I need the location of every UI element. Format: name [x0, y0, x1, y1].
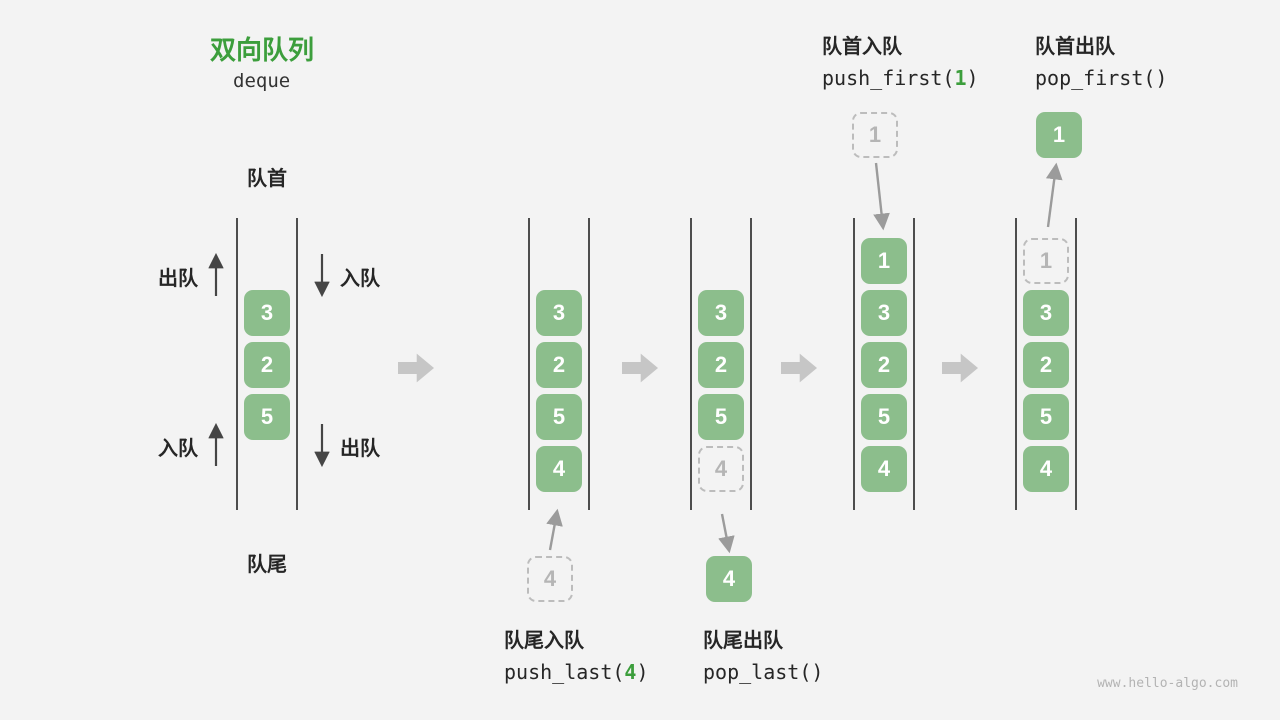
removed-cell: 1 — [1023, 238, 1069, 284]
pop-last-code: pop_last() — [703, 660, 824, 684]
push-last-code: push_last(4) — [504, 660, 649, 684]
queue-cell: 3 — [1023, 290, 1069, 336]
dequeue-rear-label: 出队 — [340, 438, 380, 460]
queue-cell: 3 — [244, 290, 290, 336]
queue-cell: 2 — [698, 342, 744, 388]
queue-3-channel: 3 2 5 4 — [690, 218, 752, 510]
queue-cell: 2 — [861, 342, 907, 388]
queue-cell: 5 — [1023, 394, 1069, 440]
diagram-subtitle: deque — [233, 70, 291, 92]
queue-cell: 2 — [1023, 342, 1069, 388]
front-label: 队首 — [247, 168, 287, 190]
queue-cell: 5 — [861, 394, 907, 440]
rear-label: 队尾 — [247, 554, 287, 576]
outgoing-value-box: 4 — [706, 556, 752, 602]
queue-cell: 5 — [698, 394, 744, 440]
enqueue-rear-label: 入队 — [158, 438, 198, 460]
step-arrow-1 — [398, 353, 434, 383]
push-last-arrow — [546, 508, 563, 551]
push-first-code: push_first(1) — [822, 66, 979, 90]
queue-cell: 3 — [861, 290, 907, 336]
queue-cell: 1 — [861, 238, 907, 284]
pop-first-title: 队首出队 — [1035, 36, 1115, 58]
queue-4-channel: 1 3 2 5 4 — [853, 218, 915, 510]
queue-cell: 3 — [698, 290, 744, 336]
enqueue-front-label: 入队 — [340, 268, 380, 290]
queue-5-channel: 1 3 2 5 4 — [1015, 218, 1077, 510]
queue-cell: 3 — [536, 290, 582, 336]
code-arg: 4 — [624, 660, 637, 684]
incoming-value-box: 1 — [852, 112, 898, 158]
code-text: push_last( — [504, 660, 625, 684]
queue-2-channel: 3 2 5 4 — [528, 218, 590, 510]
step-arrow-3 — [781, 353, 817, 383]
queue-cell: 4 — [536, 446, 582, 492]
diagram-title: 双向队列 — [210, 35, 315, 65]
queue-1-channel: 3 2 5 — [236, 218, 298, 510]
pop-last-arrow — [718, 513, 735, 554]
code-text: push_first( — [822, 66, 955, 90]
queue-cell: 2 — [244, 342, 290, 388]
dequeue-front-label: 出队 — [158, 268, 198, 290]
watermark: www.hello-algo.com — [1097, 676, 1238, 691]
pop-first-code: pop_first() — [1035, 66, 1168, 90]
code-text: ) — [636, 660, 649, 684]
pop-last-title: 队尾出队 — [703, 630, 783, 652]
push-first-title: 队首入队 — [822, 36, 902, 58]
removed-cell: 4 — [698, 446, 744, 492]
step-arrow-4 — [942, 353, 978, 383]
outgoing-value-box: 1 — [1036, 112, 1082, 158]
code-arg: 1 — [954, 66, 967, 90]
queue-cell: 2 — [536, 342, 582, 388]
step-arrow-2 — [622, 353, 658, 383]
queue-cell: 5 — [244, 394, 290, 440]
push-last-title: 队尾入队 — [504, 630, 584, 652]
queue-cell: 5 — [536, 394, 582, 440]
incoming-value-box: 4 — [527, 556, 573, 602]
queue-cell: 4 — [1023, 446, 1069, 492]
queue-cell: 4 — [861, 446, 907, 492]
code-text: ) — [966, 66, 979, 90]
